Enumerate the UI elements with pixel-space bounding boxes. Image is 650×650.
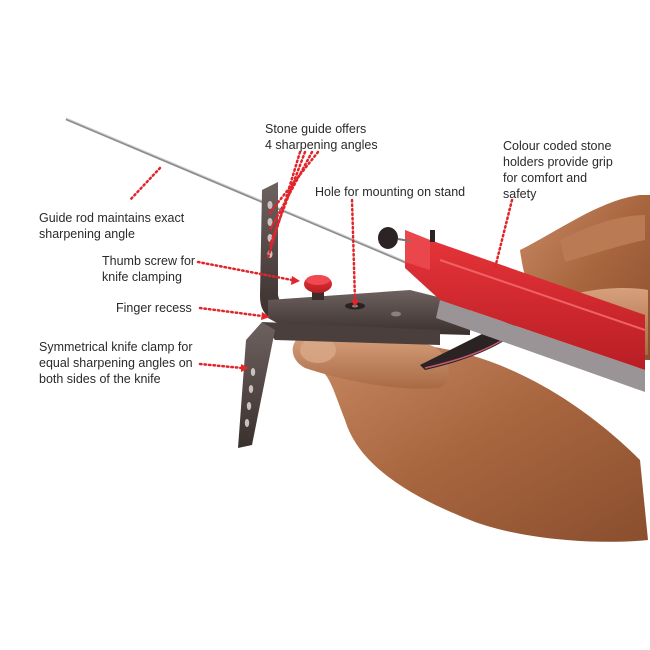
lower-knife-clamp [238,322,440,448]
thumb-screw [304,275,332,300]
guide-rod [65,117,406,264]
stone-guide-plate [260,182,300,318]
upper-clamp-bar [268,290,470,335]
annotation-stone-holders: Colour coded stone holders provide grip … [503,139,613,201]
annotation-hole-mounting: Hole for mounting on stand [315,185,466,199]
annotation-stone-guide: Stone guide offers 4 sharpening angles [265,122,378,152]
annotation-knife-clamp: Symmetrical knife clamp for equal sharpe… [39,340,193,386]
annotation-guide-rod: Guide rod maintains exact sharpening ang… [39,211,185,241]
lower-hand [292,334,648,542]
annotation-thumb-screw: Thumb screw for knife clamping [102,254,196,284]
stone-holder [378,227,646,392]
leader-lines [128,150,514,370]
annotation-finger-recess: Finger recess [116,301,192,315]
leader-arrowheads [241,276,359,372]
